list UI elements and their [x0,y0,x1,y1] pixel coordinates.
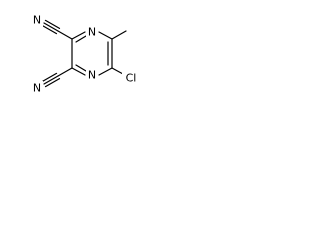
atom-cl: Cl [122,71,139,85]
atom-label-n-nitrile-bottom: N [33,82,41,95]
atom-n-nitrile-top: N [31,13,43,27]
nitrile-group-bottom [41,67,73,88]
bond-c5-cl [111,67,124,75]
pyrazine-ring [71,31,113,76]
atom-n-nitrile-bottom: N [31,81,43,95]
bond-c2-n1 [71,31,86,40]
triple-bond-top-1 [43,22,59,32]
triple-bond-top-3 [41,25,58,35]
atom-label-n-ring-top: N [88,26,96,39]
bond-c6-methyl [111,30,127,40]
atom-label-n-ring-bottom: N [88,69,96,82]
bond-n4-c3 [71,67,86,76]
bond-c2-cn-top [57,30,73,40]
atom-label-cl: Cl [126,72,137,85]
triple-bond-bottom-1 [43,75,59,85]
triple-bond-bottom-2 [41,72,58,83]
bond-n1-c6 [98,31,113,40]
triple-bond-top-2 [44,19,61,29]
bond-n4-c3-inner [75,64,87,72]
bond-c2-n1-inner [75,35,87,43]
atom-n-ring-bottom: N [86,68,98,82]
bond-c5-n4 [98,67,113,76]
atom-n-ring-top: N [86,25,98,39]
triple-bond-bottom-3 [44,77,61,88]
bond-c3-cn-bottom [57,67,73,77]
molecule-structure-diagram: N N N N Cl [31,13,139,95]
nitrile-group-top [41,19,73,40]
atom-label-n-nitrile-top: N [33,14,41,27]
